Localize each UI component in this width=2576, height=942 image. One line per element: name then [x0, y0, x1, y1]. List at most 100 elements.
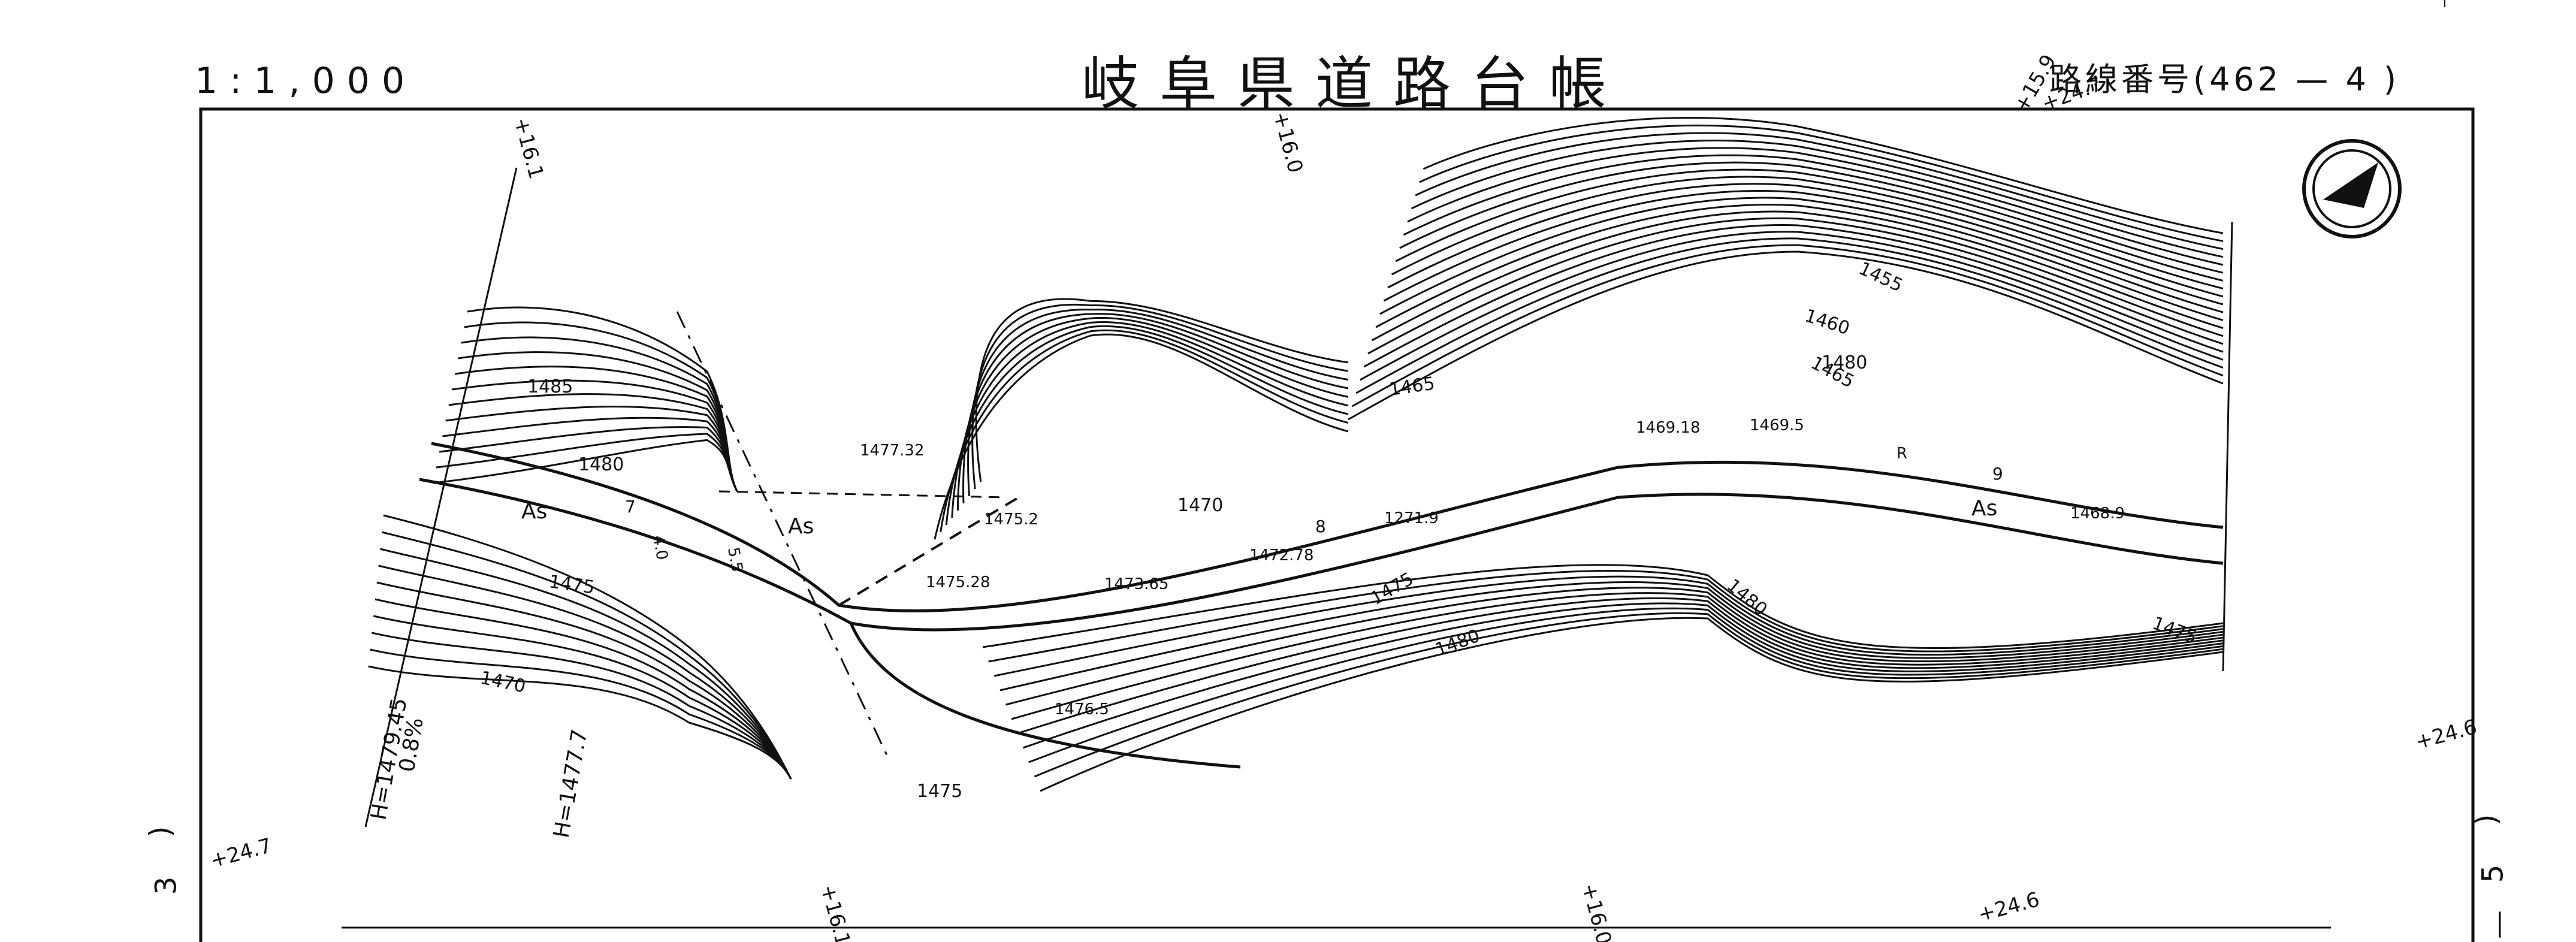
contour-line — [1399, 161, 2224, 282]
contour-line — [988, 570, 2224, 663]
spot-height: 1469.18 — [1636, 419, 1701, 437]
contour-line — [1355, 237, 2224, 394]
contour-label: 1465 — [1388, 373, 1436, 400]
contour-line — [1348, 250, 2224, 421]
spot-height: 1469.5 — [1750, 416, 1804, 434]
contour-label: 1475 — [548, 571, 596, 598]
spot-height: 1271.9 — [1384, 509, 1439, 527]
contour-line — [1351, 244, 2224, 407]
contour-lines — [368, 117, 2224, 792]
map-mark: 4.0 — [649, 534, 671, 561]
contour-line — [1403, 154, 2224, 274]
contour-line — [956, 317, 1349, 511]
contour-line — [1011, 592, 2224, 720]
contour-line — [1391, 176, 2224, 298]
contour-line — [1022, 602, 2224, 749]
contour-line — [1363, 224, 2224, 368]
contour-line — [934, 333, 1349, 540]
contour-line — [375, 598, 792, 780]
contour-label: 1475 — [1367, 568, 1418, 609]
contour-line — [1419, 124, 2224, 242]
contour-line — [1360, 231, 2224, 381]
spot-height: 1475.28 — [926, 573, 990, 591]
spot-height: 1472.78 — [1249, 547, 1314, 564]
contour-line — [1383, 190, 2224, 313]
contour-line — [1017, 597, 2224, 735]
station-mark: +16.1 — [816, 882, 855, 942]
contour-line — [1411, 140, 2224, 258]
contour-line — [982, 564, 2224, 650]
section-number: 9 — [1992, 464, 2003, 484]
station-mark: +16.0 — [1268, 109, 1307, 176]
elevation-note: H=1477.7 — [549, 727, 592, 840]
map-labels: 1485148014751470147514701465146014551465… — [208, 50, 2480, 942]
contour-line — [1367, 217, 2224, 355]
contour-line — [1415, 132, 2224, 250]
spot-height: 1475.2 — [984, 511, 1038, 529]
road-edge-north — [431, 442, 2224, 612]
contour-line — [376, 581, 792, 780]
spot-height: 1477.32 — [860, 442, 925, 460]
contour-line — [945, 325, 1349, 526]
contour-line — [370, 648, 792, 780]
map-frame — [199, 107, 2475, 942]
contour-line — [373, 615, 792, 780]
contour-label: 1470 — [478, 668, 527, 698]
section-number: 7 — [625, 497, 636, 517]
contour-line — [1371, 210, 2224, 342]
section-number: 8 — [1315, 517, 1326, 536]
route-number: 路線番号(462 — 4 ) — [2049, 61, 2400, 98]
branch-road — [849, 623, 1241, 769]
page-title: 岐阜県道路台帳 — [1082, 50, 1627, 117]
contour-line — [1423, 117, 2224, 234]
contour-line — [1028, 607, 2224, 763]
road-edge-south — [419, 478, 2224, 632]
spot-height: 1468.9 — [2070, 505, 2125, 523]
map-scale: 1:1,000 — [195, 60, 417, 102]
pavement-code: As — [1971, 496, 1997, 521]
contour-line — [1005, 587, 2224, 706]
contour-line — [1034, 612, 2224, 778]
survey-line — [676, 311, 888, 756]
contour-line — [999, 581, 2224, 692]
contour-label: 1460 — [1802, 305, 1852, 339]
contour-line — [975, 298, 1349, 482]
contour-label: 1470 — [1177, 495, 1223, 516]
contour-line — [1395, 168, 2224, 290]
contour-line — [368, 665, 792, 780]
station-mark: +16.0 — [1577, 881, 1616, 942]
contour-label: 1480 — [1822, 352, 1867, 373]
contour-line — [1375, 204, 2224, 330]
contour-label: 1475 — [917, 781, 962, 802]
contour-line — [1040, 617, 2224, 792]
contour-line — [993, 575, 2224, 677]
contour-line — [380, 548, 792, 780]
contour-line — [433, 439, 738, 492]
spot-height: 1473.65 — [1104, 575, 1169, 593]
contour-line — [1387, 183, 2224, 306]
map-mark: R — [1896, 445, 1907, 463]
contour-line — [383, 514, 792, 780]
station-mark: +24.6 — [2413, 715, 2480, 754]
match-line-right — [2222, 221, 2233, 672]
pavement-code: As — [788, 514, 814, 539]
contour-line — [1407, 147, 2224, 266]
map-mark: 5.5 — [724, 546, 746, 573]
contour-label: 1455 — [1856, 258, 1906, 297]
contour-line — [381, 531, 792, 780]
contour-line — [372, 632, 792, 780]
north-arrow-icon — [2302, 139, 2402, 238]
bridge-dashed — [838, 496, 1020, 606]
contour-line — [378, 564, 792, 780]
station-mark: +24.7 — [208, 834, 274, 873]
contour-label: 1485 — [527, 376, 573, 397]
contour-line — [448, 393, 738, 492]
spot-height: 1476.5 — [1055, 701, 1109, 718]
pavement-code: As — [521, 499, 547, 524]
contour-label: 1480 — [578, 454, 624, 475]
match-line-left — [364, 167, 518, 828]
station-mark: +24.6 — [1976, 887, 2042, 927]
contour-line — [1379, 197, 2224, 321]
